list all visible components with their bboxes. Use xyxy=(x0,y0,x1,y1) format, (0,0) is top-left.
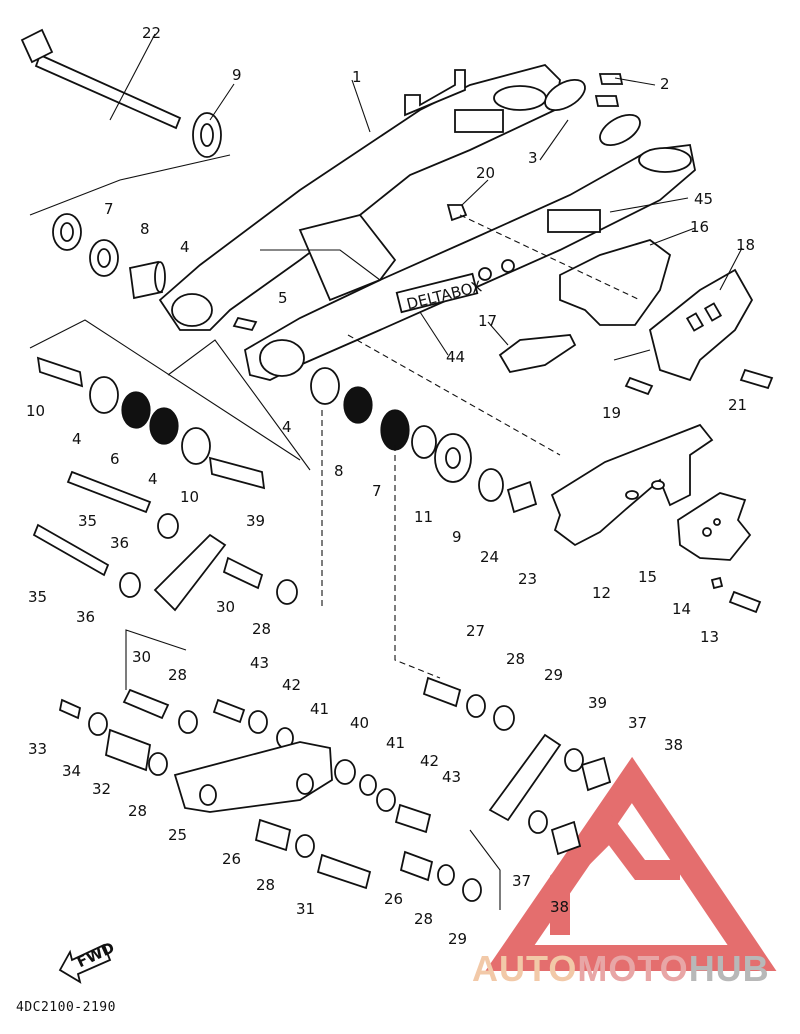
callout-41: 41 xyxy=(310,700,329,718)
pivot-shaft xyxy=(20,28,182,130)
callout-9: 9 xyxy=(232,66,242,84)
callout-44: 44 xyxy=(446,348,465,366)
callout-8: 8 xyxy=(334,462,344,480)
callout-9: 9 xyxy=(452,528,462,546)
callout-28: 28 xyxy=(168,666,187,684)
watermark-logo xyxy=(485,756,777,971)
callout-4: 4 xyxy=(148,470,158,488)
callout-28: 28 xyxy=(414,910,433,928)
callout-43: 43 xyxy=(442,768,461,786)
watermark-text: AUTOMOTOHUB xyxy=(472,948,770,990)
callout-17: 17 xyxy=(478,312,497,330)
callout-36: 36 xyxy=(76,608,95,626)
callout-4: 4 xyxy=(282,418,292,436)
callout-23: 23 xyxy=(518,570,537,588)
callout-38: 38 xyxy=(550,898,569,916)
callout-29: 29 xyxy=(544,666,563,684)
callout-33: 33 xyxy=(28,740,47,758)
callout-6: 6 xyxy=(110,450,120,468)
callout-27: 27 xyxy=(466,622,485,640)
callout-28: 28 xyxy=(128,802,147,820)
callout-42: 42 xyxy=(420,752,439,770)
callout-32: 32 xyxy=(92,780,111,798)
callout-43: 43 xyxy=(250,654,269,672)
callout-15: 15 xyxy=(638,568,657,586)
callout-8: 8 xyxy=(140,220,150,238)
callout-36: 36 xyxy=(110,534,129,552)
callout-10: 10 xyxy=(26,402,45,420)
callout-18: 18 xyxy=(736,236,755,254)
callout-30: 30 xyxy=(216,598,235,616)
watermark-text-moto: MOTO xyxy=(577,948,689,989)
callout-7: 7 xyxy=(104,200,114,218)
drawing-code: 4DC2100-2190 xyxy=(16,1000,116,1015)
callout-30: 30 xyxy=(132,648,151,666)
callout-25: 25 xyxy=(168,826,187,844)
callout-7: 7 xyxy=(372,482,382,500)
callout-19: 19 xyxy=(602,404,621,422)
bearings-and-seals xyxy=(36,112,538,514)
callout-14: 14 xyxy=(672,600,691,618)
callout-26: 26 xyxy=(384,890,403,908)
watermark-text-hub: HUB xyxy=(688,948,770,989)
callout-22: 22 xyxy=(142,24,161,42)
swingarm: DELTABOX xyxy=(158,63,696,381)
callout-10: 10 xyxy=(180,488,199,506)
callout-3: 3 xyxy=(528,149,538,167)
callout-28: 28 xyxy=(256,876,275,894)
callout-35: 35 xyxy=(78,512,97,530)
callout-1: 1 xyxy=(352,68,362,86)
linkage-hardware xyxy=(32,73,774,902)
callout-24: 24 xyxy=(480,548,499,566)
callout-41: 41 xyxy=(386,734,405,752)
callout-13: 13 xyxy=(700,628,719,646)
callout-29: 29 xyxy=(448,930,467,948)
callout-39: 39 xyxy=(588,694,607,712)
callout-28: 28 xyxy=(506,650,525,668)
callout-21: 21 xyxy=(728,396,747,414)
callout-5: 5 xyxy=(278,289,288,307)
callout-45: 45 xyxy=(694,190,713,208)
callout-37: 37 xyxy=(512,872,531,890)
callout-20: 20 xyxy=(476,164,495,182)
callout-34: 34 xyxy=(62,762,81,780)
callout-4: 4 xyxy=(180,238,190,256)
callout-39: 39 xyxy=(246,512,265,530)
callout-35: 35 xyxy=(28,588,47,606)
callout-16: 16 xyxy=(690,218,709,236)
callout-2: 2 xyxy=(660,75,670,93)
fwd-arrow-icon: FWD xyxy=(58,938,117,984)
chain-guide-parts xyxy=(498,239,754,561)
callout-12: 12 xyxy=(592,584,611,602)
callout-28: 28 xyxy=(252,620,271,638)
leader-lines xyxy=(29,33,743,910)
callout-31: 31 xyxy=(296,900,315,918)
callout-26: 26 xyxy=(222,850,241,868)
part-number-labels: 1 2 3 4 4 4 4 5 6 7 7 8 8 9 9 10 10 11 1… xyxy=(26,24,755,948)
callout-42: 42 xyxy=(282,676,301,694)
callout-40: 40 xyxy=(350,714,369,732)
watermark-text-auto: AUTO xyxy=(472,948,578,989)
callout-37: 37 xyxy=(628,714,647,732)
callout-38: 38 xyxy=(664,736,683,754)
callout-4: 4 xyxy=(72,430,82,448)
callout-11: 11 xyxy=(414,508,433,526)
